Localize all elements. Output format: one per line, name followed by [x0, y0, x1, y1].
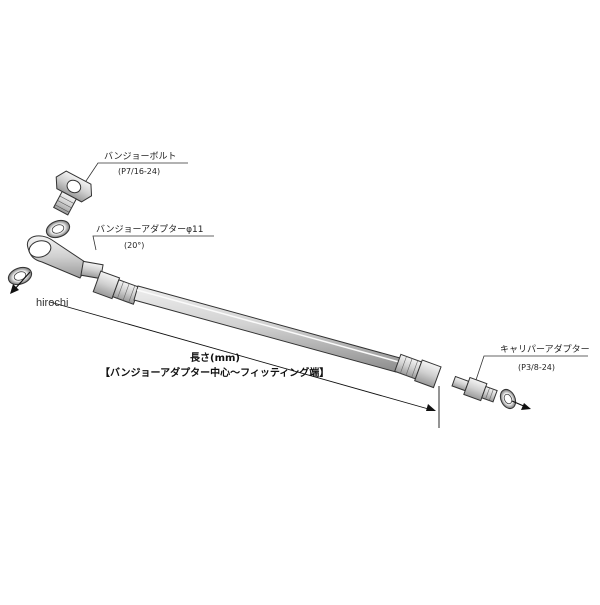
caliper-adapter-spec: (P3/8-24) [518, 363, 555, 372]
banjo-bolt-label: バンジョーボルト [104, 151, 176, 162]
right-arrow [511, 400, 531, 410]
banjo-adapter-spec: (20°) [124, 241, 144, 250]
banjo-bolt [52, 170, 93, 216]
right-hose-fitting [394, 353, 442, 389]
length-title: 長さ(mm) [190, 352, 240, 364]
caliper-adapter [451, 375, 498, 403]
caliper-washer [499, 388, 517, 410]
banjo-adapter [26, 235, 104, 280]
banjo-adapter-label: バンジョーアダプターφ11 [96, 223, 203, 235]
length-description: 【バンジョーアダプター中心～フィッティング端】 [100, 366, 329, 379]
banjo-bolt-spec: (P7/16-24) [118, 167, 160, 176]
brake-hose [133, 285, 401, 373]
left-hose-fitting [92, 270, 141, 305]
lower-washer [7, 266, 33, 286]
caliper-adapter-label: キャリパーアダプター [500, 343, 590, 355]
upper-washer [45, 219, 71, 239]
length-dimension [49, 301, 440, 428]
left-arrow [10, 271, 31, 294]
leader-lines [83, 162, 588, 381]
watermark: hirochi [36, 297, 68, 309]
